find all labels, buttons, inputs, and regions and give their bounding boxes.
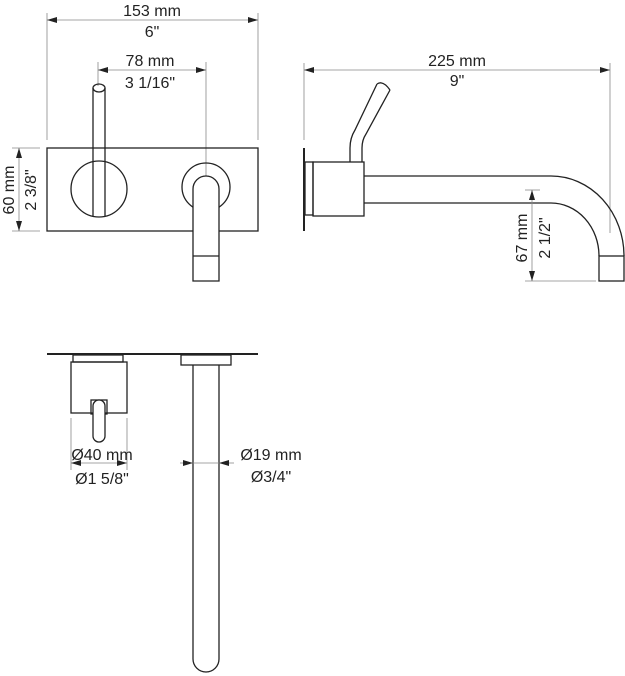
spout-height-in-label: 2 1/2" [537,217,554,258]
handle-lever [92,88,106,216]
spout-front [192,175,220,282]
spout-flange [180,354,232,366]
spout-diameter-in-label: Ø3/4" [251,469,291,486]
spout-height-mm-label: 67 mm [514,214,531,263]
spout-tube-top [192,365,220,673]
valve-body [312,161,365,217]
projection-in-label: 9" [450,73,465,90]
spout-diameter-mm-label: Ø19 mm [240,447,301,464]
projection-mm-label: 225 mm [428,53,486,70]
side-view: 225 mm 9" 67 mm 2 1/2" [303,53,625,282]
handle-lever-top [92,399,106,443]
spacing-in-label: 3 1/16" [125,75,175,92]
spout-tube [364,175,625,257]
side-handle-lever [349,83,391,162]
width-mm-label: 153 mm [123,3,181,20]
height-mm-label: 60 mm [1,166,18,215]
spacing-mm-label: 78 mm [126,53,175,70]
front-view: 153 mm 6" 78 mm 3 1/16" 60 mm 2 3/8" [1,3,259,282]
top-view: Ø40 mm Ø1 5/8" Ø19 mm Ø3/4" [47,353,302,673]
width-in-label: 6" [145,24,160,41]
handle-diameter-in-label: Ø1 5/8" [75,471,129,488]
handle-rosette [70,160,128,218]
height-in-label: 2 3/8" [23,169,40,210]
spout-aerator [598,255,625,282]
wall-plate [46,147,259,232]
handle-diameter-mm-label: Ø40 mm [71,447,132,464]
